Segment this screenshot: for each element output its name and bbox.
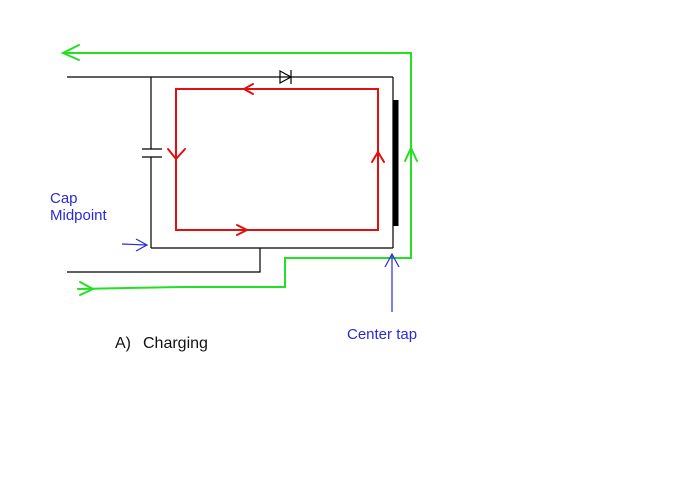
charging-loop-path [175, 88, 379, 231]
loop-arrow-left [167, 148, 186, 161]
cap-midpoint-label-line2: Midpoint [50, 207, 108, 224]
external-path-line [62, 52, 412, 290]
loop-arrow-right [371, 150, 385, 163]
caption-text: Charging [143, 335, 208, 352]
external-arrow-out [60, 44, 80, 61]
center-tap-arrow-head [384, 252, 400, 268]
loop-arrow-top [241, 83, 254, 95]
cap-midpoint-label-line1: Cap [50, 190, 78, 207]
external-arrow-in [79, 281, 96, 296]
diode-symbol [279, 69, 293, 85]
external-path [60, 44, 418, 296]
capacitor-symbol [142, 148, 162, 158]
bottom-input-wire [67, 248, 261, 273]
caption-letter: A) [115, 335, 131, 352]
circuit-wiring [67, 76, 394, 273]
center-tap-label: Center tap [347, 326, 417, 343]
external-arrow-up [404, 145, 418, 162]
annotation-arrows [121, 238, 400, 312]
cap-midpoint-arrow-head [135, 238, 149, 252]
cap-midpoint-arrow [121, 243, 147, 246]
loop-arrow-bottom [236, 224, 250, 236]
charging-loop [167, 83, 385, 236]
